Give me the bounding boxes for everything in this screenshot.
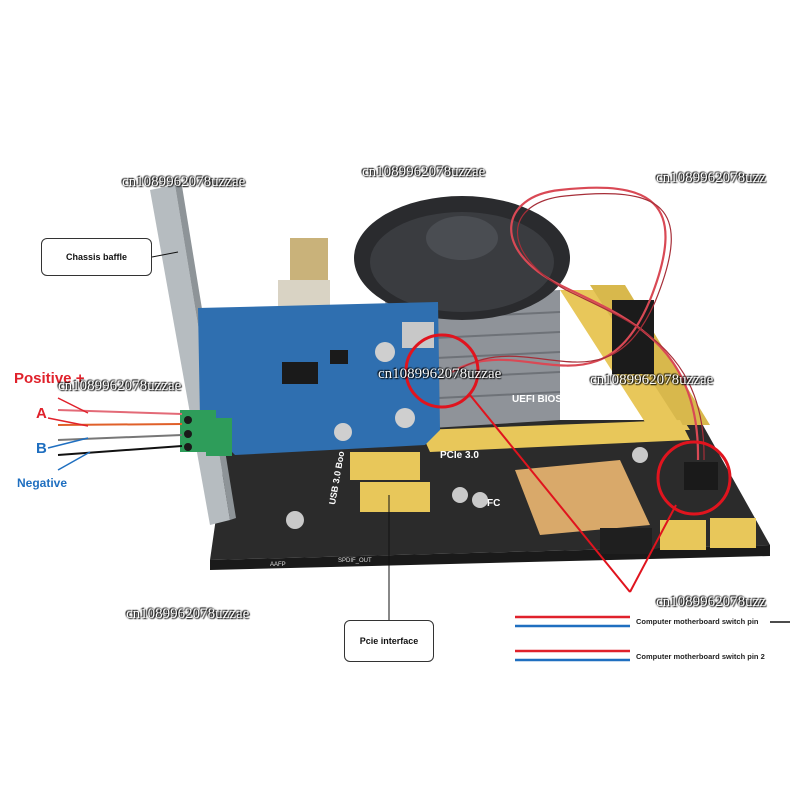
pcb-chip [282,362,318,384]
terminal-screw [184,416,192,424]
legend-pin2: Computer motherboard switch pin 2 [636,652,765,661]
wire-positive [57,409,183,415]
arrow-b [47,437,89,449]
chipset-heatsink [515,460,650,535]
pcb-capacitor-3 [334,423,352,441]
watermark: cn1089962078uzzae [590,372,714,388]
wire-negative [57,445,183,456]
watermark: cn1089962078uzzae [122,174,246,190]
arrow-negative [57,451,91,471]
watermark: cn1089962078uzzae [58,378,182,394]
watermark: cn1089962078uzz [656,170,766,186]
capacitor-4 [632,447,648,463]
board-text-fc: FC [487,498,500,509]
board-text-spdif: SPDIF_OUT [338,558,372,564]
io-block [290,238,328,286]
sata-port-3 [600,528,652,554]
board-text-pcie: PCIe 3.0 [440,450,479,461]
label-positive: Positive + [14,370,85,387]
pointer-baffle [151,251,179,258]
terminal-connector-2 [206,418,232,456]
legend-pin1: Computer motherboard switch pin [636,617,759,626]
pcie-slot [420,420,690,452]
small-slot [350,452,420,480]
watermark: cn1089962078uzzae [378,366,502,382]
label-a: A [36,405,47,422]
switch-cable [451,186,700,461]
highlight-circle-header [656,440,732,516]
pointer-v-left [469,394,631,593]
small-slot-2 [360,482,430,512]
label-negative: Negative [17,476,68,490]
pointer-v-right [629,504,677,593]
highlight-circle-card [404,333,480,409]
sata-port-2 [710,518,756,548]
switch-cable-2 [457,193,705,461]
board-text-uefi: UEFI BIOS [512,394,562,405]
cpu-fan-ring [370,212,554,312]
arrow-a [47,417,89,427]
arrow-positive [57,397,89,414]
callout-pcie-interface: Pcie interface [344,620,434,662]
capacitor [286,511,304,529]
front-panel-header [684,462,718,490]
pcb-capacitor-2 [395,408,415,428]
watermark: cn1089962078uzzae [362,164,486,180]
terminal-screw-3 [184,443,192,451]
watermark: cn1089962078uzz [656,594,766,610]
cpu-fan-hub [426,216,498,260]
pcb-chip-2 [330,350,348,364]
terminal-screw-2 [184,430,192,438]
capacitor-2 [452,487,468,503]
board-text-aafp: AAFP [270,562,286,568]
label-b: B [36,440,47,457]
watermark: cn1089962078uzzae [126,606,250,622]
callout-chassis-baffle: Chassis baffle [41,238,152,276]
blue-pcb-card [198,302,440,455]
sata-port [660,520,706,550]
capacitor-3 [472,492,488,508]
pcb-capacitor [375,342,395,362]
wire-b [57,434,183,441]
